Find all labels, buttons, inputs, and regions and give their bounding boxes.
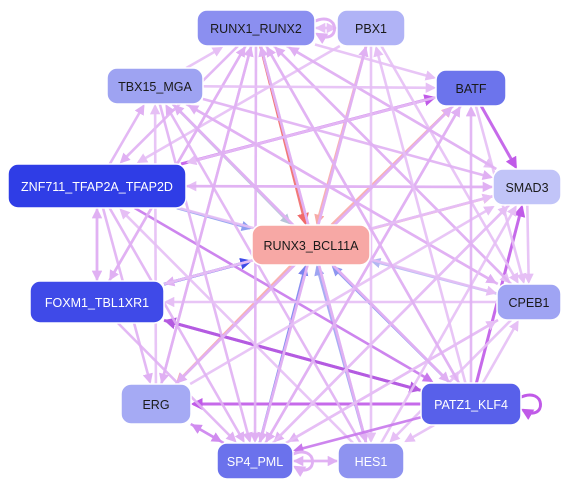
- node-znf711[interactable]: ZNF711_TFAP2A_TFAP2D: [7, 163, 187, 209]
- node-label-znf711: ZNF711_TFAP2A_TFAP2D: [21, 180, 173, 194]
- node-label-tbx15: TBX15_MGA: [118, 80, 192, 94]
- node-runx3[interactable]: RUNX3_BCL11A: [251, 224, 371, 266]
- edge-cpeb1-to-tbx15: [187, 104, 499, 286]
- edge-smad3-to-cpeb1: [523, 204, 534, 285]
- node-label-smad3: SMAD3: [505, 181, 548, 195]
- edge-tbx15-to-batf: [202, 82, 437, 93]
- node-label-erg: ERG: [142, 398, 169, 412]
- node-box-tbx15[interactable]: [106, 67, 204, 105]
- node-box-pbx1[interactable]: [336, 9, 406, 47]
- edge-znf711-to-patz1: [134, 206, 434, 383]
- edge-tbx15-to-smad3: [202, 97, 494, 181]
- node-erg[interactable]: ERG: [120, 383, 192, 425]
- node-runx1[interactable]: RUNX1_RUNX2: [196, 9, 316, 47]
- edge-sp4-to-batf: [264, 106, 461, 444]
- edge-erg-to-tbx15: [149, 103, 161, 385]
- node-label-pbx1: PBX1: [355, 22, 387, 36]
- node-cpeb1[interactable]: CPEB1: [496, 283, 562, 321]
- node-smad3[interactable]: SMAD3: [492, 168, 562, 206]
- node-patz1[interactable]: PATZ1_KLF4: [420, 382, 522, 426]
- edge-erg-to-smad3: [189, 205, 495, 386]
- node-label-foxm1: FOXM1_TBL1XR1: [45, 296, 149, 310]
- edge-patz1-to-pbx1: [373, 45, 467, 384]
- node-box-cpeb1[interactable]: [496, 283, 562, 321]
- edge-foxm1-to-sp4: [116, 322, 237, 443]
- edge-tbx15-to-runx1: [185, 46, 224, 70]
- node-label-batf: BATF: [455, 82, 486, 96]
- edge-hes1-to-smad3: [380, 205, 517, 444]
- node-label-patz1: PATZ1_KLF4: [434, 398, 508, 412]
- self-loop-sp4: [290, 450, 314, 478]
- self-loop-patz1: [518, 393, 542, 421]
- node-label-runx1: RUNX1_RUNX2: [210, 22, 302, 36]
- node-box-smad3[interactable]: [492, 168, 562, 206]
- edge-hes1-to-znf711: [119, 208, 355, 444]
- node-box-patz1[interactable]: [420, 382, 522, 426]
- edge-znf711-to-tbx15: [108, 104, 145, 165]
- edge-patz1-to-cpeb1: [481, 320, 519, 384]
- node-label-cpeb1: CPEB1: [509, 296, 550, 310]
- node-box-erg[interactable]: [120, 383, 192, 425]
- node-foxm1[interactable]: FOXM1_TBL1XR1: [29, 280, 165, 324]
- edge-batf-to-smad3: [479, 105, 518, 170]
- node-pbx1[interactable]: PBX1: [336, 9, 406, 47]
- node-label-sp4: SP4_PML: [227, 455, 283, 469]
- node-box-foxm1[interactable]: [29, 280, 165, 324]
- edge-patz1-to-sp4: [292, 415, 422, 454]
- node-box-runx1[interactable]: [196, 9, 316, 47]
- edge-znf711-to-sp4: [108, 207, 245, 443]
- node-tbx15[interactable]: TBX15_MGA: [106, 67, 204, 105]
- edge-sp4-to-smad3: [271, 205, 509, 444]
- node-box-sp4[interactable]: [216, 442, 294, 480]
- node-box-batf[interactable]: [435, 69, 507, 107]
- edge-patz1-to-foxm1: [163, 317, 422, 392]
- edge-patz1-to-runx1: [266, 46, 461, 384]
- node-label-runx3: RUNX3_BCL11A: [264, 239, 360, 253]
- node-batf[interactable]: BATF: [435, 69, 507, 107]
- node-label-hes1: HES1: [355, 455, 388, 469]
- node-box-hes1[interactable]: [337, 442, 405, 480]
- node-box-runx3[interactable]: [251, 224, 371, 266]
- node-hes1[interactable]: HES1: [337, 442, 405, 480]
- edge-sp4-to-cpeb1: [285, 320, 497, 445]
- node-box-znf711[interactable]: [7, 163, 187, 209]
- edge-pbx1-to-znf711: [136, 44, 341, 164]
- self-loop-runx1: [312, 17, 336, 45]
- edge-erg-to-sp4: [190, 422, 223, 443]
- node-sp4[interactable]: SP4_PML: [216, 442, 294, 480]
- edge-patz1-to-hes1: [404, 423, 435, 443]
- edge-znf711-to-smad3: [185, 181, 494, 193]
